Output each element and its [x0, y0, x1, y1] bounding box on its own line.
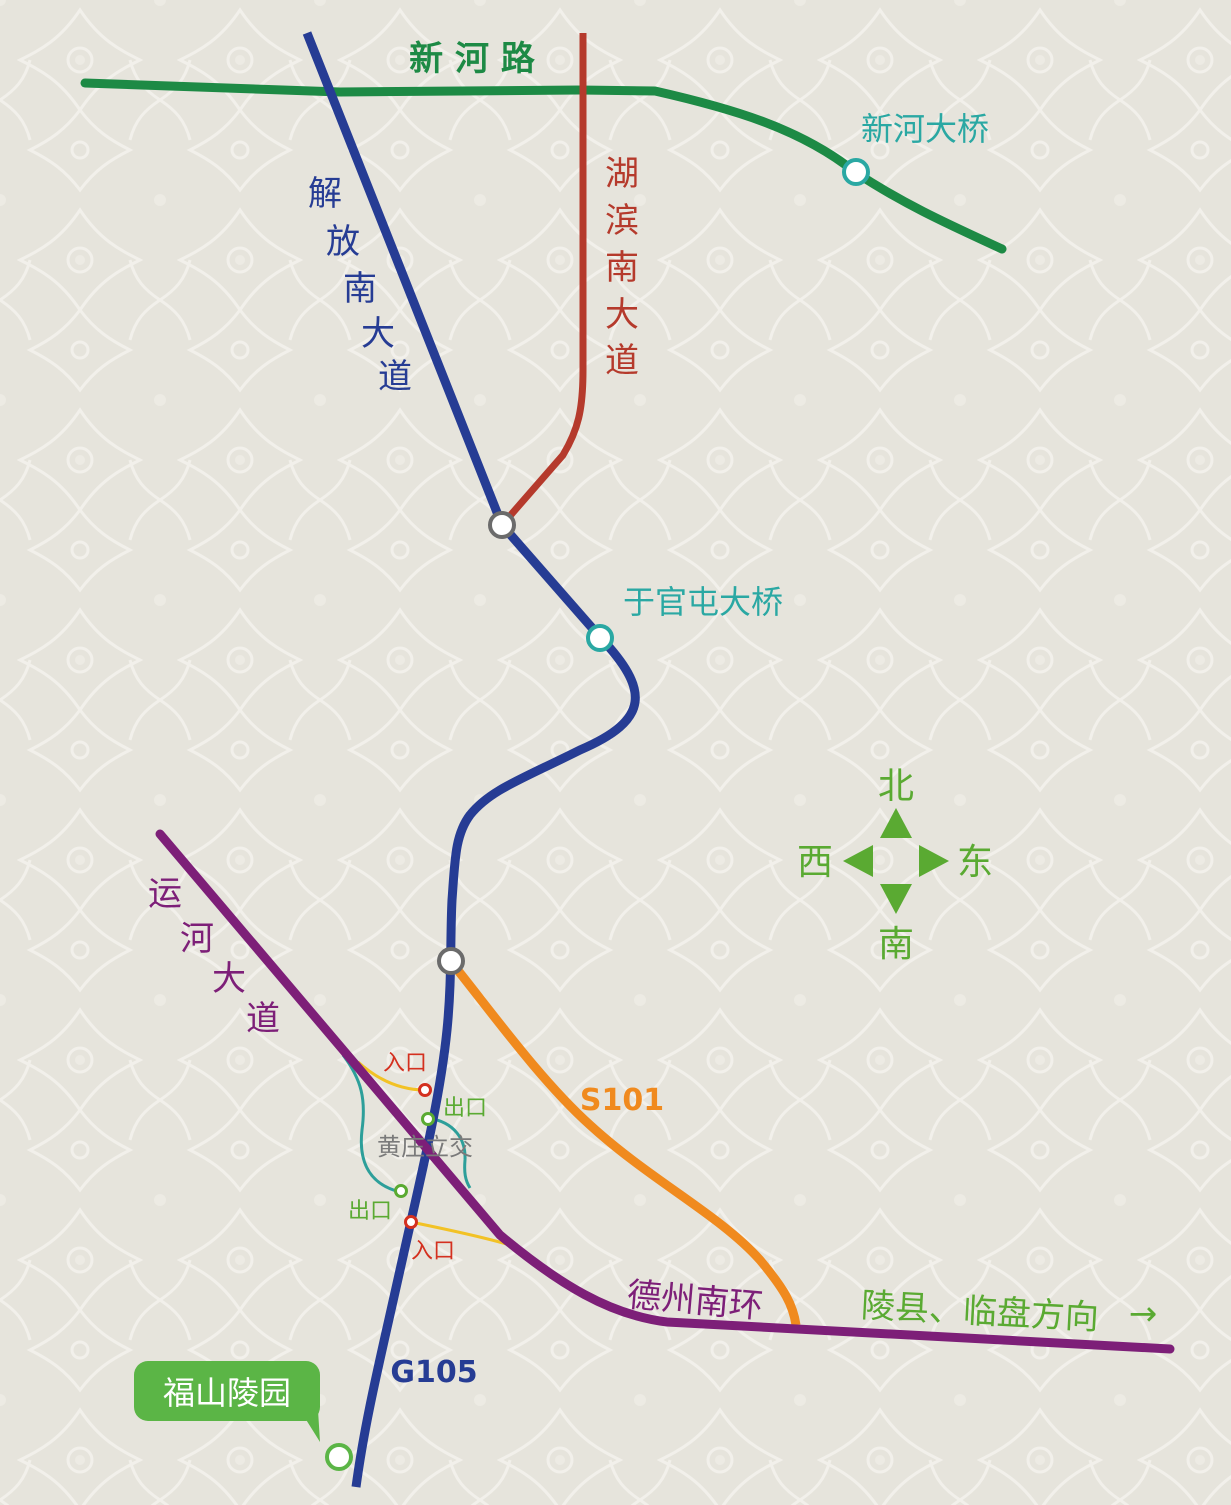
- yunhe-road-label: 运 河 大 道: [148, 874, 280, 1039]
- ramp-yellow-bottom: [410, 1220, 511, 1247]
- hubin-char-5: 道: [605, 341, 639, 381]
- exit-marker-1: [421, 1112, 435, 1126]
- yunhe-char-2: 河: [180, 919, 214, 959]
- compass-south-arrow-icon: [880, 884, 912, 914]
- ramp-teal-left: [341, 1054, 401, 1194]
- entrance-marker-1: [418, 1083, 432, 1097]
- xinhe-road-label: 新 河 路: [409, 39, 536, 79]
- jiefang-road-label: 解 放 南 大 道: [308, 174, 412, 397]
- hubin-road-label: 湖 滨 南 大 道: [605, 154, 639, 381]
- hubin-char-1: 湖: [605, 154, 639, 194]
- junction-node-south: [437, 947, 465, 975]
- jiefang-road: [302, 31, 640, 1488]
- yuguantun-bridge-marker: [586, 624, 614, 652]
- direction-arrow-icon: →: [1129, 1294, 1158, 1334]
- xinhe-bridge-label: 新河大桥: [861, 110, 989, 148]
- compass-north-arrow-icon: [880, 808, 912, 838]
- compass: 北 南 西 东: [797, 766, 993, 965]
- destination-box: [134, 1361, 320, 1421]
- compass-east-label: 东: [957, 842, 993, 883]
- jiefang-char-2: 放: [326, 222, 360, 262]
- compass-west-arrow-icon: [843, 845, 873, 877]
- yunhe-char-1: 运: [148, 874, 182, 914]
- exit-label-2: 出口: [348, 1199, 392, 1224]
- compass-south-label: 南: [878, 924, 914, 965]
- entrance-marker-2: [404, 1215, 418, 1229]
- yunhe-road: [155, 829, 1175, 1354]
- jiefang-char-1: 解: [308, 174, 342, 214]
- s101-road: [448, 960, 801, 1326]
- destination-label: 福山陵园: [163, 1374, 291, 1412]
- jiefang-char-3: 南: [343, 269, 377, 309]
- compass-north-label: 北: [878, 766, 914, 807]
- xinhe-bridge-marker: [842, 158, 870, 186]
- entrance-label-2: 入口: [411, 1239, 455, 1264]
- hubin-char-4: 大: [605, 295, 639, 335]
- entrance-label-1: 入口: [383, 1051, 427, 1076]
- g105-road-label: G105: [390, 1355, 477, 1390]
- jiefang-char-4: 大: [361, 314, 395, 354]
- xinhe-road: [80, 78, 1007, 254]
- yunhe-char-4: 道: [246, 999, 280, 1039]
- jiefang-char-5: 道: [378, 357, 412, 397]
- compass-west-label: 西: [797, 842, 833, 883]
- compass-east-arrow-icon: [919, 845, 949, 877]
- yunhe-char-3: 大: [212, 959, 246, 999]
- yuguantun-bridge-label: 于官屯大桥: [623, 583, 783, 621]
- huangzhuang-interchange-label: 黄庄立交: [377, 1133, 473, 1161]
- exit-label-1: 出口: [443, 1096, 487, 1121]
- destination-callout: 福山陵园: [134, 1361, 353, 1471]
- hubin-char-3: 南: [605, 248, 639, 288]
- s101-road-label: S101: [580, 1083, 664, 1118]
- exit-marker-2: [394, 1184, 408, 1198]
- junction-node-north: [488, 511, 516, 539]
- ramp-teal-right: [427, 1116, 472, 1189]
- hubin-road: [499, 33, 587, 528]
- destination-marker: [325, 1443, 353, 1471]
- hubin-char-2: 滨: [605, 201, 639, 241]
